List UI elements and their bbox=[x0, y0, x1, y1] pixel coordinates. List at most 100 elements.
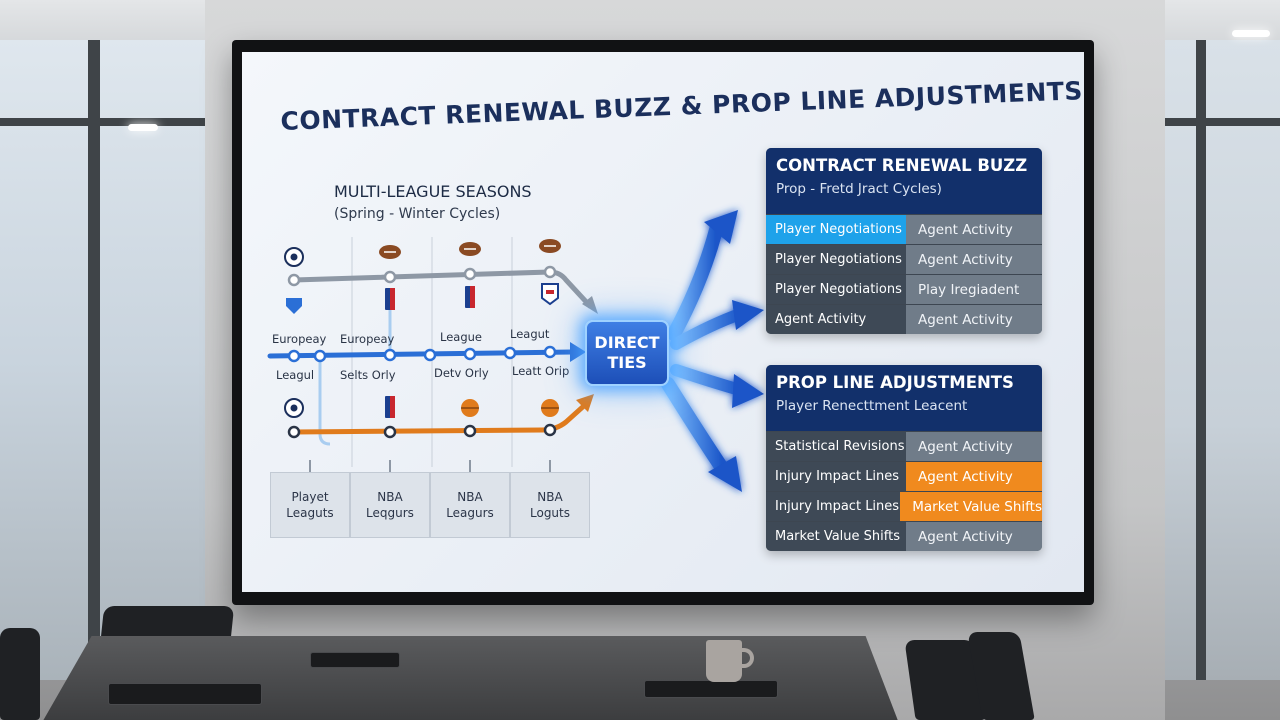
nfl-logo-icon bbox=[541, 283, 559, 306]
football-icon bbox=[459, 242, 481, 256]
timeline-node bbox=[287, 273, 301, 287]
league-card: NBA Leqgurs bbox=[350, 472, 430, 538]
timeline-node bbox=[423, 348, 437, 362]
league-card: Playet Leaguts bbox=[270, 472, 350, 538]
output-arrow bbox=[670, 364, 746, 396]
panel-title: PROP LINE ADJUSTMENTS bbox=[776, 373, 1014, 392]
ceiling-light bbox=[128, 124, 158, 131]
row-label: Injury Impact Lines bbox=[766, 492, 901, 521]
panel-row: Player Negotiations Agent Activity bbox=[766, 214, 1042, 244]
league-card-line: Leaguts bbox=[286, 506, 334, 520]
row-label: Statistical Revisions bbox=[766, 432, 906, 461]
prop-line-panel: PROP LINE ADJUSTMENTS Player Renecttment… bbox=[766, 365, 1042, 551]
timeline-label: Leatt Orip bbox=[512, 364, 570, 378]
office-chair bbox=[0, 628, 40, 720]
output-arrow-head bbox=[704, 210, 738, 244]
tablet-device bbox=[644, 680, 778, 698]
window-mullion bbox=[0, 118, 215, 126]
league-card-line: Leqgurs bbox=[366, 506, 414, 520]
basketball-icon bbox=[541, 399, 559, 417]
league-card-line: NBA bbox=[377, 490, 403, 504]
timeline-diagram bbox=[267, 210, 764, 492]
soccer-ball-icon bbox=[284, 247, 304, 267]
panel-row: Player Negotiations Agent Activity bbox=[766, 244, 1042, 274]
league-card: NBA Leagurs bbox=[430, 472, 510, 538]
hub-line: TIES bbox=[607, 353, 647, 372]
window-mullion bbox=[88, 40, 100, 680]
basketball-icon bbox=[461, 399, 479, 417]
panel-row: Market Value Shifts Agent Activity bbox=[766, 521, 1042, 551]
panel-row: Injury Impact Lines Market Value Shifts bbox=[766, 491, 1042, 521]
football-icon bbox=[379, 245, 401, 259]
league-card-line: Playet bbox=[291, 490, 329, 504]
row-value: Agent Activity bbox=[906, 215, 1042, 244]
row-label: Market Value Shifts bbox=[766, 522, 906, 551]
arrowhead-blue bbox=[570, 342, 586, 362]
panel-row: Player Negotiations Play Iregiadent bbox=[766, 274, 1042, 304]
output-arrow bbox=[661, 377, 729, 475]
nba-logo-icon bbox=[385, 396, 395, 418]
wall-display-screen: CONTRACT RENEWAL BUZZ & PROP LINE ADJUST… bbox=[242, 52, 1084, 592]
soccer-ball-icon bbox=[284, 398, 304, 418]
row-value: Agent Activity bbox=[906, 432, 1042, 461]
panel-subtitle: Player Renecttment Leacent bbox=[776, 398, 968, 414]
shield-logo-icon bbox=[286, 298, 302, 314]
timeline-label: Europeay bbox=[340, 332, 395, 346]
timeline-label: Selts Orly bbox=[340, 368, 396, 382]
window-mullion bbox=[1196, 40, 1206, 680]
timeline-node bbox=[463, 424, 477, 438]
timeline-node bbox=[503, 346, 517, 360]
panel-header: CONTRACT RENEWAL BUZZ Prop - Fretd Jract… bbox=[766, 148, 1042, 214]
timeline-node bbox=[463, 267, 477, 281]
window-mullion bbox=[1150, 118, 1280, 126]
window-left bbox=[0, 40, 215, 680]
panel-row: Statistical Revisions Agent Activity bbox=[766, 431, 1042, 461]
timeline-node bbox=[287, 349, 301, 363]
row-value: Agent Activity bbox=[906, 245, 1042, 274]
row-label: Agent Activity bbox=[766, 305, 906, 334]
timeline-label: Detv Orly bbox=[434, 366, 489, 380]
league-card-line: Loguts bbox=[530, 506, 570, 520]
row-label: Player Negotiations bbox=[766, 275, 906, 304]
output-arrow bbox=[667, 223, 723, 341]
row-value: Agent Activity bbox=[906, 305, 1042, 334]
tablet-device bbox=[108, 683, 262, 705]
timeline-node bbox=[383, 425, 397, 439]
row-label: Player Negotiations bbox=[766, 245, 906, 274]
output-arrow-head bbox=[732, 300, 764, 330]
row-label: Injury Impact Lines bbox=[766, 462, 906, 491]
timeline-node bbox=[463, 347, 477, 361]
league-card: NBA Loguts bbox=[510, 472, 590, 538]
panel-row: Agent Activity Agent Activity bbox=[766, 304, 1042, 334]
league-card-line: NBA bbox=[457, 490, 483, 504]
direct-ties-hub: DIRECT TIES bbox=[585, 320, 669, 386]
nba-logo-icon bbox=[385, 288, 395, 310]
panel-row: Injury Impact Lines Agent Activity bbox=[766, 461, 1042, 491]
row-value: Agent Activity bbox=[906, 462, 1042, 491]
coffee-mug bbox=[706, 640, 742, 682]
timeline-node bbox=[543, 345, 557, 359]
panel-subtitle: Prop - Fretd Jract Cycles) bbox=[776, 181, 942, 197]
timeline-label: Europeay bbox=[272, 332, 327, 346]
arrowhead-gray bbox=[582, 296, 598, 314]
panel-title: CONTRACT RENEWAL BUZZ bbox=[776, 156, 1028, 175]
timeline-node bbox=[383, 348, 397, 362]
ceiling-light bbox=[1232, 30, 1270, 37]
timeline-subtitle: (Spring - Winter Cycles) bbox=[334, 206, 501, 222]
football-icon bbox=[539, 239, 561, 253]
coffee-mug-handle bbox=[738, 648, 754, 668]
output-arrow-head bbox=[732, 374, 764, 408]
row-label: Player Negotiations bbox=[766, 215, 906, 244]
league-card-line: Leagurs bbox=[446, 506, 494, 520]
timeline-node bbox=[383, 270, 397, 284]
contract-renewal-panel: CONTRACT RENEWAL BUZZ Prop - Fretd Jract… bbox=[766, 148, 1042, 334]
row-value: Play Iregiadent bbox=[906, 275, 1042, 304]
league-card-line: NBA bbox=[537, 490, 563, 504]
timeline-label: Leagul bbox=[276, 368, 315, 382]
timeline-label: Leagut bbox=[510, 327, 550, 341]
output-arrow-head bbox=[708, 456, 742, 492]
window-right bbox=[1150, 40, 1280, 680]
arrowhead-orange bbox=[576, 394, 594, 412]
timeline-label: League bbox=[440, 330, 482, 344]
panel-header: PROP LINE ADJUSTMENTS Player Renecttment… bbox=[766, 365, 1042, 431]
